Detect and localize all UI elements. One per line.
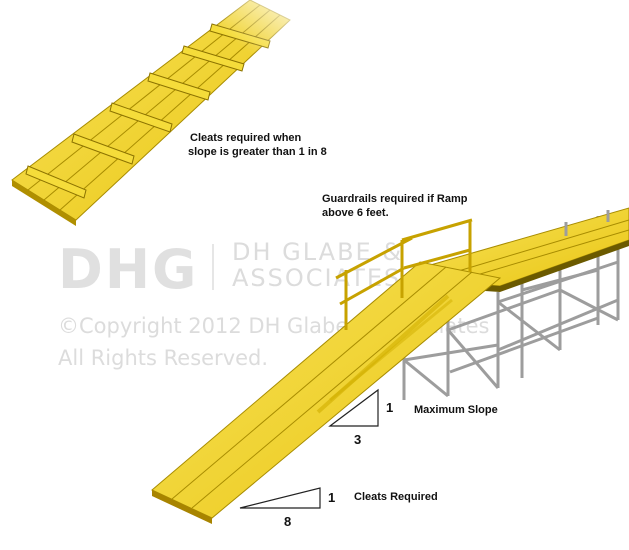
guardrail-mid-rail	[339, 266, 405, 306]
guardrail	[335, 218, 473, 330]
main-ramp-seam	[171, 266, 447, 500]
guardrail-top-rail	[401, 218, 473, 242]
cleat-slope-triangle	[239, 487, 321, 509]
cleated-ramp	[0, 0, 320, 240]
max-slope-run: 3	[354, 432, 362, 447]
guardrails-note-line1: Guardrails required if Ramp	[322, 193, 468, 205]
guardrail-top-rail	[335, 236, 413, 280]
guardrail-mid-rail	[403, 248, 471, 270]
cleats-note-line2: slope is greater than 1 in 8	[188, 146, 327, 158]
cleat-slope-run: 8	[284, 514, 292, 529]
cleat-slope-rise: 1	[328, 490, 336, 505]
cleated-ramp-fade	[0, 0, 320, 240]
max-slope-label: Maximum Slope	[414, 404, 498, 416]
main-ramp-seam	[191, 271, 473, 509]
guardrails-note-line2: above 6 feet.	[322, 207, 389, 219]
watermark-divider	[212, 244, 214, 290]
rail-shadow	[329, 298, 453, 402]
watermark-logo: DHG	[58, 238, 199, 301]
max-slope-rise: 1	[386, 400, 394, 415]
max-slope-triangle	[328, 388, 379, 427]
cleats-required-label: Cleats Required	[354, 491, 438, 503]
cleats-note-line1: Cleats required when	[190, 132, 302, 144]
main-ramp-edge	[152, 490, 212, 524]
watermark-company-line1: DH GLABE &	[232, 238, 404, 266]
main-ramp	[151, 261, 502, 524]
watermark-rights: All Rights Reserved.	[58, 346, 269, 370]
